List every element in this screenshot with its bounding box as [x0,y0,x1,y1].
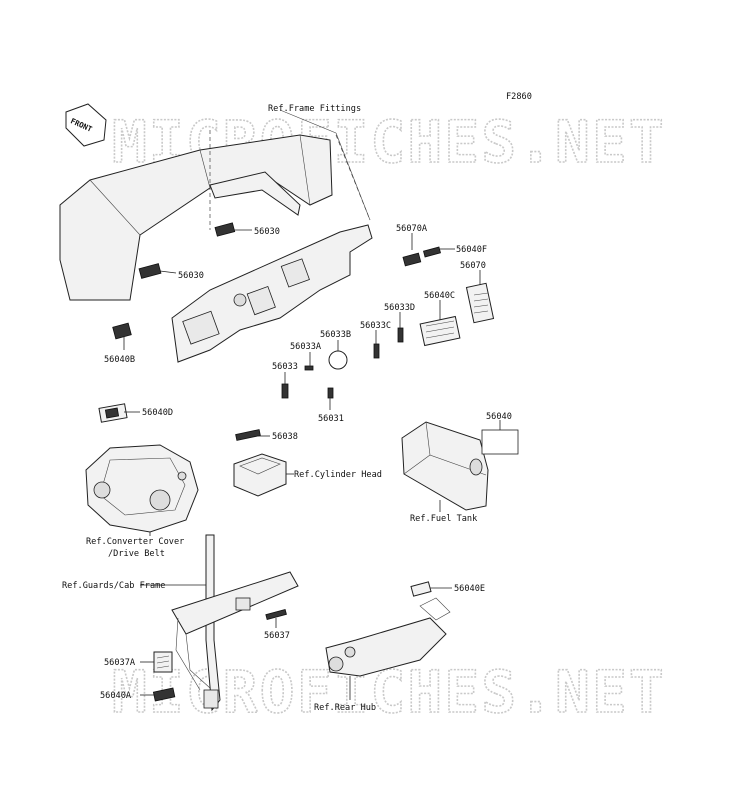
sticker-56070A [402,252,422,267]
sticker-56038 [235,429,261,441]
sticker-56037 [265,608,287,620]
label-56030-b: 56030 [178,271,204,281]
instrument-panel [171,224,373,363]
label-56037A: 56037A [104,658,136,668]
sticker-56040 [481,429,519,455]
guards-cab-frame [171,534,299,712]
label-56040: 56040 [486,412,512,422]
label-56033C: 56033C [360,321,391,331]
label-56033A: 56033A [290,342,322,352]
label-56040F: 56040F [456,245,487,255]
label-56040E: 56040E [454,584,485,594]
sticker-56030-b [138,263,162,279]
figure-code: F2860 [506,92,532,102]
front-arrow-icon: FRONT [65,103,107,147]
sticker-56033 [281,383,289,399]
label-56030-a: 56030 [254,227,280,237]
sticker-56040E [410,581,432,597]
label-56070A: 56070A [396,224,428,234]
sticker-56037A [153,651,173,673]
label-56037: 56037 [264,631,290,641]
label-ref-frame-fittings: Ref.Frame Fittings [268,104,361,114]
rear-hub [325,597,451,677]
label-ref-rear-hub: Ref.Rear Hub [314,703,376,713]
cylinder-head [233,453,287,497]
label-drive-belt: /Drive Belt [108,549,165,559]
fuel-tank [401,421,489,511]
dash-hood-panel [59,134,333,301]
label-56033B: 56033B [320,330,351,340]
label-56040C: 56040C [424,291,455,301]
sticker-56033A [304,365,314,371]
label-56040D: 56040D [142,408,173,418]
sticker-56040D [98,403,128,423]
label-ref-cylinder-head: Ref.Cylinder Head [294,470,382,480]
sticker-56040B [112,322,132,340]
sticker-56033B [328,350,348,370]
sticker-56040F [423,246,441,258]
sticker-56031 [327,387,334,399]
sticker-56030-a [214,222,236,237]
label-56040A: 56040A [100,691,132,701]
label-56070: 56070 [460,261,486,271]
sticker-56040A [152,687,176,702]
sticker-56033C [373,343,380,359]
label-ref-converter-cover: Ref.Converter Cover [86,537,184,547]
label-56033D: 56033D [384,303,415,313]
converter-cover [85,444,199,533]
label-56040B: 56040B [104,355,135,365]
label-ref-fuel-tank: Ref.Fuel Tank [410,514,478,524]
label-56038: 56038 [272,432,298,442]
sticker-56040C [419,315,461,347]
sticker-56070 [465,282,495,324]
label-56033: 56033 [272,362,298,372]
sticker-56033D [397,327,404,343]
label-56031: 56031 [318,414,344,424]
label-ref-guards-cab-frame: Ref.Guards/Cab Frame [62,581,165,591]
